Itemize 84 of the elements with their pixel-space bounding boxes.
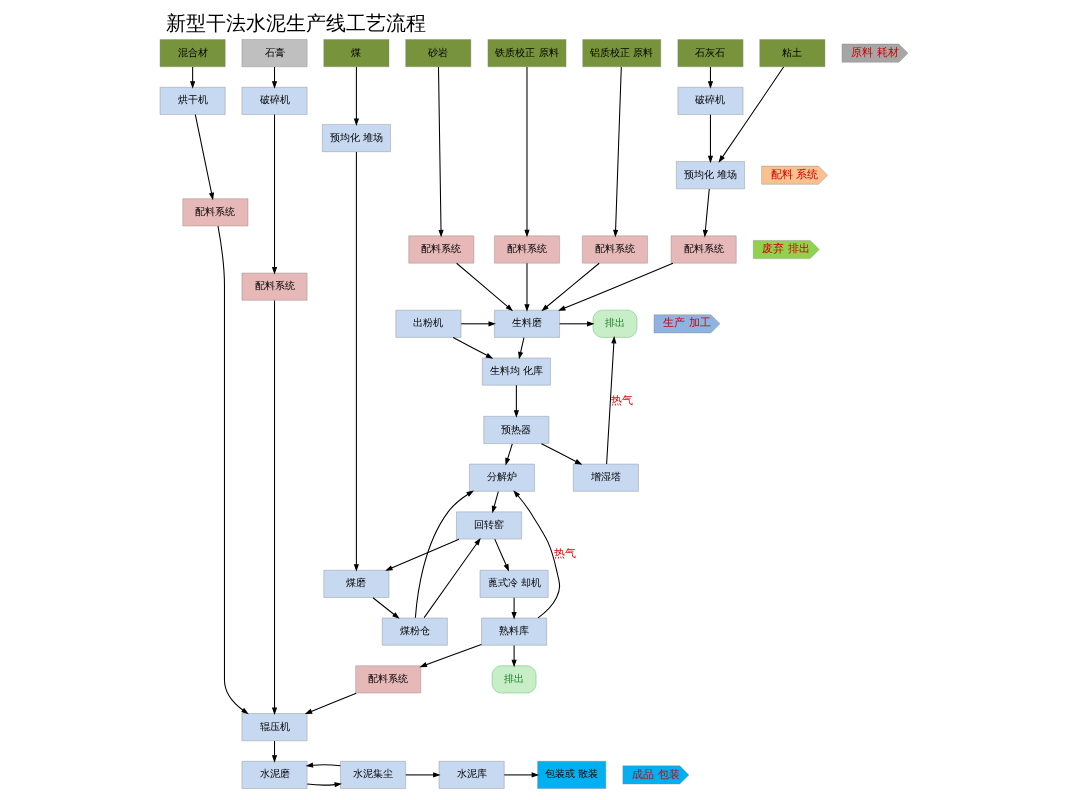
arrow [540, 443, 582, 465]
arrow [217, 225, 249, 715]
node-box: 生料均 化库 [481, 357, 551, 386]
node-box: 预均化 堆场 [675, 161, 745, 190]
arrow [523, 66, 530, 238]
arrow [707, 66, 713, 89]
arrow [517, 337, 524, 360]
arrow [718, 66, 784, 163]
arrow [423, 537, 481, 619]
arrow [513, 384, 519, 418]
arrow [305, 762, 341, 768]
node-box: 配料系统 [182, 198, 248, 227]
arrow [557, 262, 673, 311]
arrow [414, 490, 474, 619]
node-box: 熟料库 [480, 617, 547, 646]
node-box: 分解炉 [468, 463, 535, 492]
node-box: 砂岩 [405, 39, 471, 67]
node-box: 铝质校正 原料 [582, 39, 661, 67]
node-box: 配料系统 [493, 235, 560, 264]
arrow [371, 597, 400, 619]
arrow [707, 114, 713, 164]
node-box: 混合材 [159, 39, 225, 67]
arrow [304, 692, 357, 715]
node-box: 出粉机 [395, 309, 461, 338]
arrow [702, 188, 710, 238]
node-box: 增湿塔 [572, 463, 639, 492]
arrow [452, 337, 493, 359]
arrow [504, 443, 513, 466]
arrow [493, 538, 509, 572]
arrow [189, 66, 195, 89]
arrow [540, 262, 600, 312]
node-box: 水泥集尘 [339, 761, 406, 789]
node-box: 石灰石 [677, 39, 743, 67]
arrow [353, 151, 359, 572]
node-box: 排出 [491, 665, 536, 694]
edge-label: 热气 [610, 393, 633, 407]
node-box: 辊压机 [241, 713, 307, 741]
node-box: 排出 [592, 309, 637, 338]
arrow [523, 262, 530, 312]
arrow [306, 782, 342, 788]
arrow [437, 66, 444, 238]
node-box: 配料系统 [670, 235, 736, 264]
node-box: 水泥磨 [241, 761, 307, 789]
arrow [271, 740, 277, 763]
node-box: 预均化 堆场 [321, 124, 391, 152]
node-box: 配料系统 [241, 272, 307, 301]
arrow [271, 299, 277, 716]
node-box: 配料系统 [581, 235, 648, 264]
node-box: 包装或 散装 [536, 761, 606, 789]
arrow [503, 772, 539, 778]
node-box: 预热器 [483, 416, 549, 444]
node-box: 破碎机 [677, 87, 743, 115]
arrow [455, 262, 513, 312]
arrow [271, 66, 277, 89]
node-box: 煤 [323, 39, 389, 67]
node-box: 回转窑 [455, 511, 522, 540]
node-box: 煤粉仓 [381, 617, 448, 646]
arrow [491, 491, 499, 514]
arrow [558, 321, 594, 327]
diagram-title: 新型干法水泥生产线工艺流程 [165, 12, 426, 36]
arrow [605, 335, 616, 465]
node-box: 配料系统 [354, 665, 421, 694]
node-box: 破碎机 [241, 87, 307, 115]
arrow [419, 643, 482, 668]
node-box: 配料系统 [408, 235, 474, 264]
node-box: 水泥库 [438, 761, 504, 789]
arrow [194, 114, 214, 201]
arrow [511, 597, 517, 620]
arrow [353, 66, 359, 126]
node-box: 烘干机 [159, 87, 225, 115]
edge-label: 热气 [553, 547, 576, 561]
node-box: 石膏 [241, 39, 307, 67]
node-box: 铁质校正 原料 [487, 39, 566, 67]
node-box: 煤磨 [323, 570, 389, 598]
arrow [460, 321, 496, 327]
node-box: 蓖式冷 却机 [479, 570, 548, 598]
arrow [612, 66, 622, 238]
arrow [511, 645, 517, 668]
arrow [512, 490, 560, 619]
arrow [271, 114, 277, 275]
arrow [404, 772, 441, 778]
node-box: 生料磨 [493, 309, 560, 338]
node-box: 粘土 [759, 39, 825, 67]
arrow [384, 538, 459, 571]
